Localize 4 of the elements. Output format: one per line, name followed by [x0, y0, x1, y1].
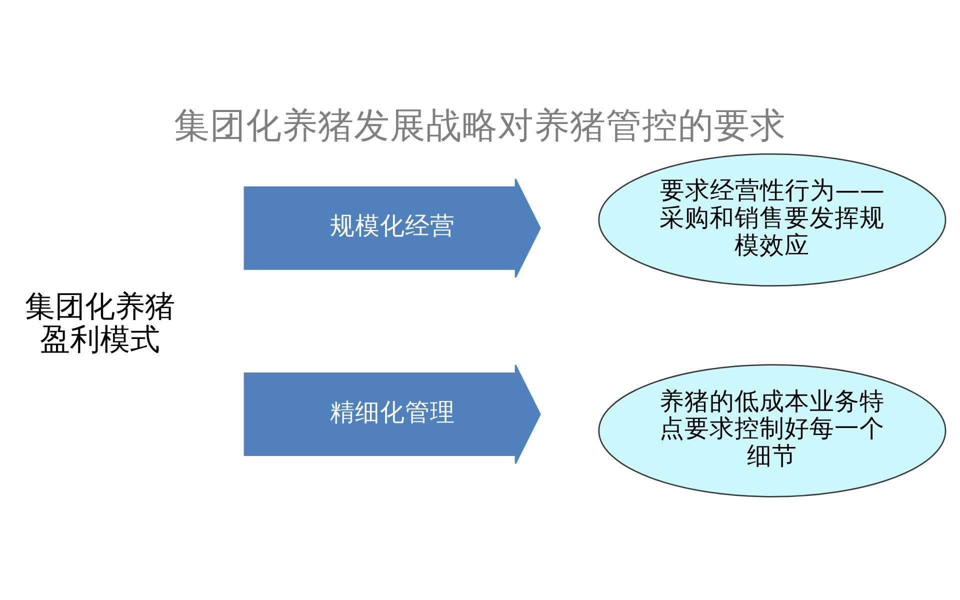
node-ellipse: 要求经营性行为——采购和销售要发挥规模效应 — [598, 153, 946, 287]
node-text: 集团化养猪盈利模式 — [25, 290, 176, 358]
diagram-title: 集团化养猪发展战略对养猪管控的要求 — [174, 105, 786, 146]
node-ellipse: 养猪的低成本业务特点要求控制好每一个细节 — [598, 364, 946, 498]
